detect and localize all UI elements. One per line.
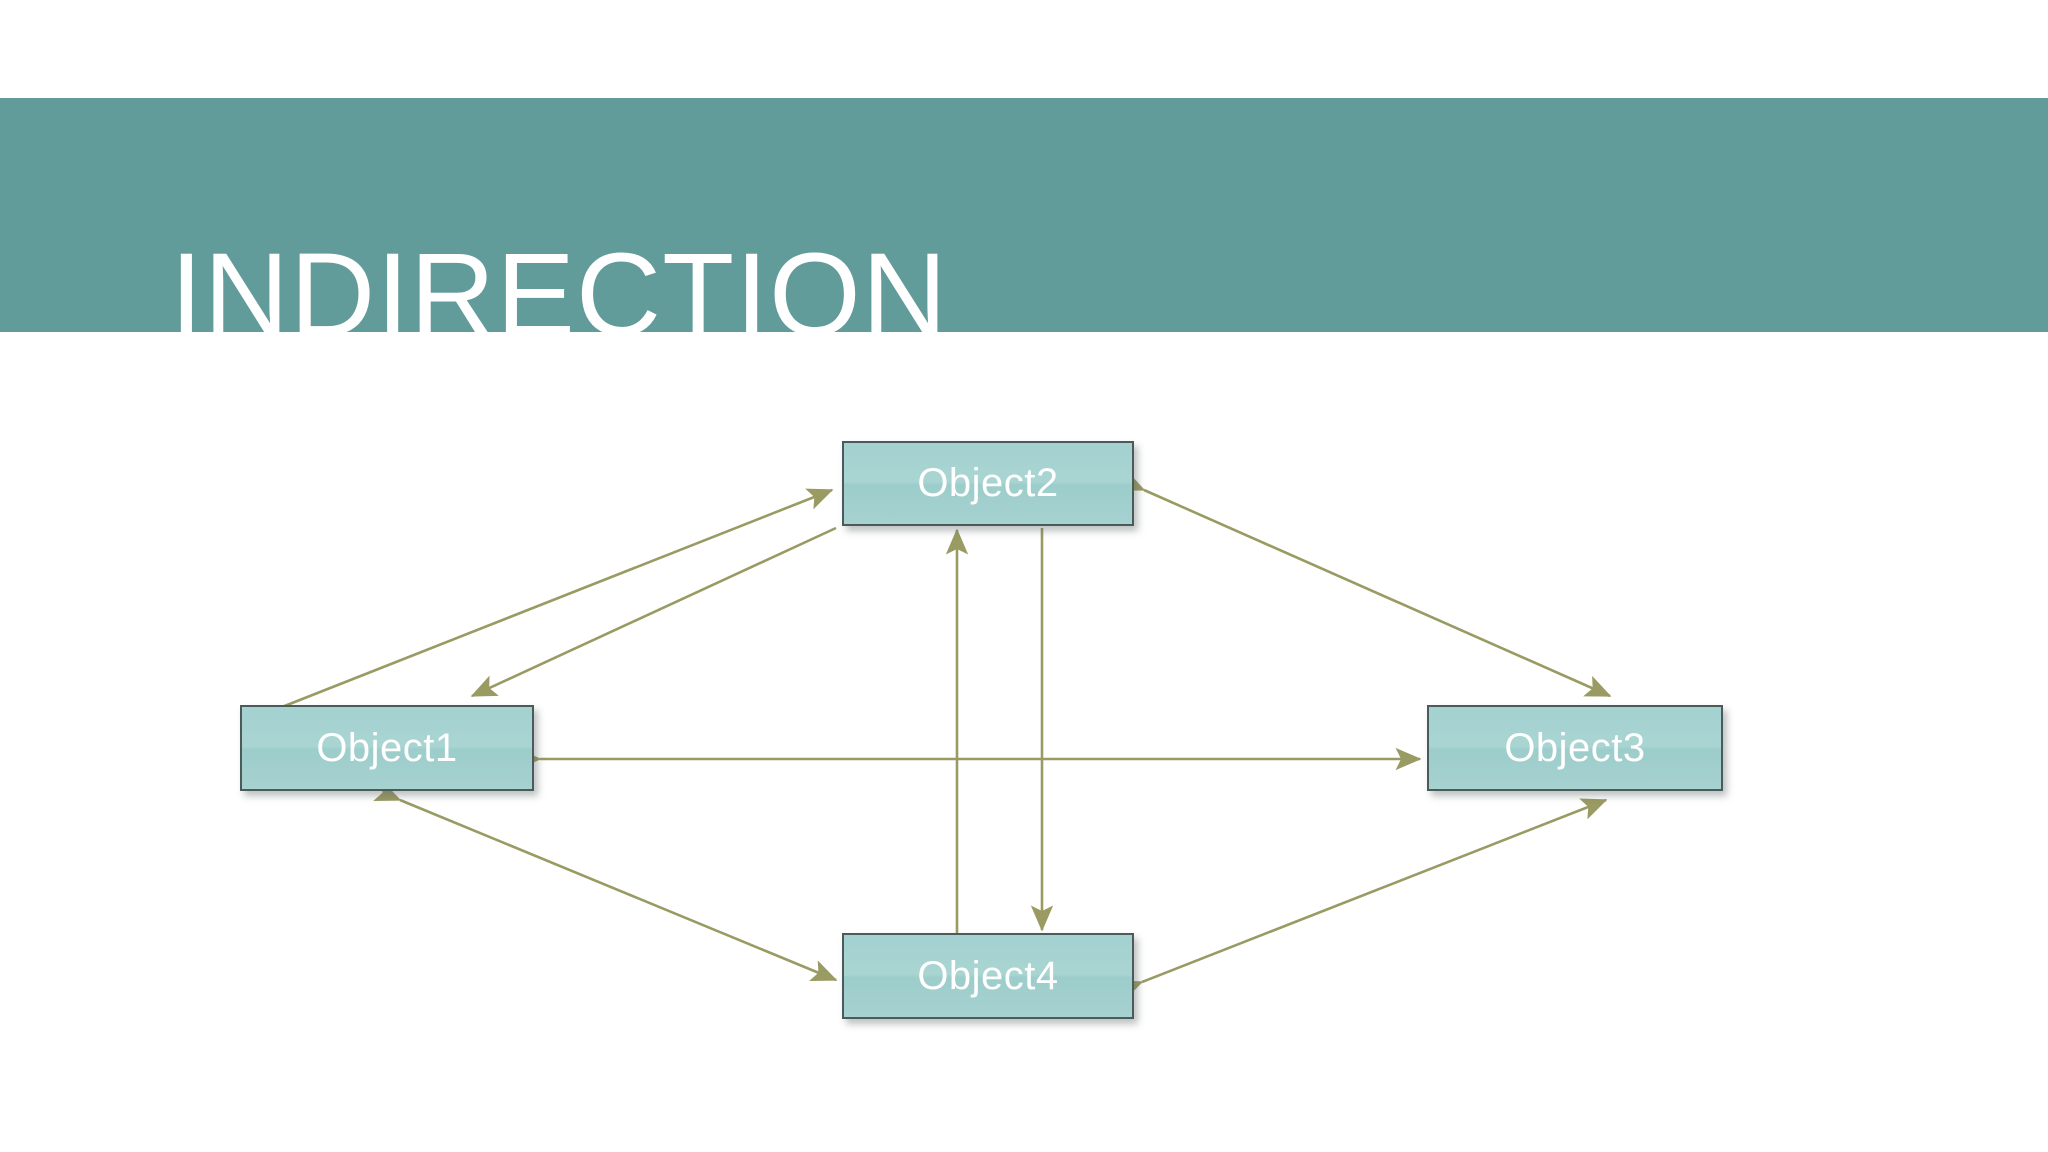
node-object4-label: Object4 (917, 953, 1059, 998)
edge-object1-to-object2 (281, 488, 834, 709)
node-object1-label: Object1 (316, 725, 458, 770)
edge-layer (281, 469, 1612, 1002)
diagram-area: Object1 Object2 Object3 Object4 (0, 332, 2048, 1152)
node-object3[interactable]: Object3 (1427, 705, 1723, 791)
node-object2[interactable]: Object2 (842, 441, 1134, 526)
node-object1[interactable]: Object1 (240, 705, 534, 791)
node-object3-label: Object3 (1504, 725, 1646, 770)
edge-object2-to-object1 (470, 526, 837, 698)
edge-object3-object4 (1115, 798, 1608, 1002)
node-object4[interactable]: Object4 (842, 933, 1134, 1019)
edge-object2-object3 (1117, 469, 1612, 698)
title-banner: INDIRECTION (0, 98, 2048, 354)
edge-object1-object4 (373, 780, 838, 982)
node-object2-label: Object2 (917, 461, 1059, 505)
